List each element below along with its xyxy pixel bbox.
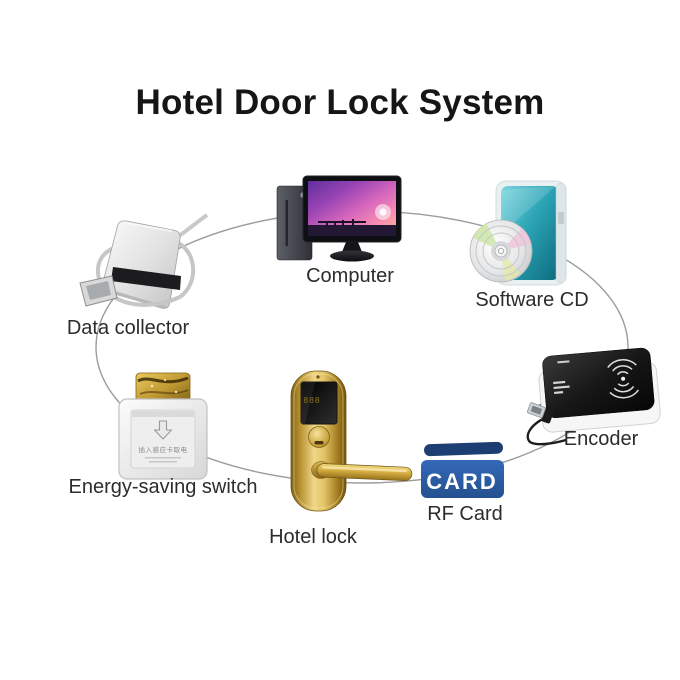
energy-saving-switch-label: Energy-saving switch xyxy=(68,476,258,498)
card-top-edge xyxy=(424,441,503,457)
switch-plate: 插入感应卡取电 xyxy=(118,398,208,480)
rf-card-label: RF Card xyxy=(427,503,503,525)
page-title: Hotel Door Lock System xyxy=(135,83,545,122)
card-reader-window xyxy=(300,381,338,425)
cable xyxy=(174,213,209,240)
switch-instruction-text: 插入感应卡取电 xyxy=(139,445,188,454)
usb-plug xyxy=(527,402,555,424)
hotel-lock-label: Hotel lock xyxy=(269,526,357,548)
computer-label: Computer xyxy=(306,265,394,287)
rfid-waves-icon xyxy=(607,359,640,399)
collector-stripe xyxy=(111,267,181,290)
computer-icon xyxy=(276,175,402,262)
card-text: CARD xyxy=(426,469,498,494)
rf-card-icon: CARD xyxy=(421,441,504,498)
keycard xyxy=(135,372,191,407)
lock-handle xyxy=(316,463,413,482)
data-collector-label: Data collector xyxy=(66,317,190,339)
encoder-label: Encoder xyxy=(563,428,639,450)
keyhole xyxy=(314,441,324,445)
cd-disc xyxy=(469,219,533,283)
encoder-icon xyxy=(526,347,661,446)
energy-saving-switch-icon: 插入感应卡取电 xyxy=(118,372,208,480)
insert-arrow-icon xyxy=(153,420,173,440)
card-body xyxy=(421,460,504,498)
lock-cylinder xyxy=(308,426,330,448)
serial-connector xyxy=(79,275,118,307)
monitor xyxy=(302,175,402,262)
lock-display: 888 xyxy=(303,395,320,405)
software-cd-label: Software CD xyxy=(475,289,589,311)
software-cd-icon xyxy=(469,180,567,286)
hotel-lock-icon: 888 xyxy=(290,370,413,512)
encoder-body xyxy=(538,347,661,433)
data-collector-icon xyxy=(79,213,209,309)
